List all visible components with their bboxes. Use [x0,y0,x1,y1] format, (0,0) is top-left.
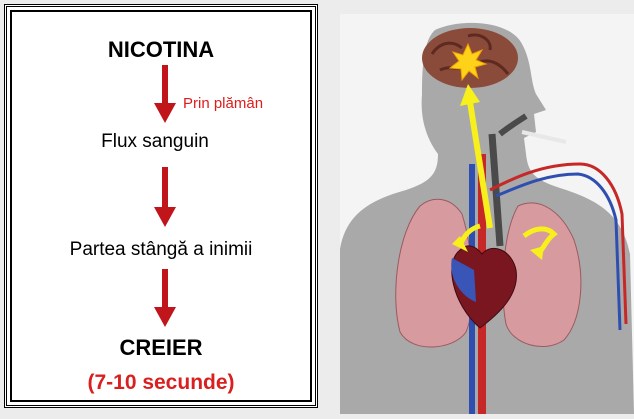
flow-destination: CREIER [7,335,315,361]
down-arrow-1 [154,65,176,123]
cigarette-icon [522,132,566,142]
body-illustration [340,14,634,414]
flow-step-heart: Partea stângă a inimii [7,239,315,261]
flow-step-blood: Flux sanguin [1,131,309,153]
nicotine-flow-panel: NICOTINA Prin plămân Flux sanguin Partea… [4,4,318,408]
anatomy-drawing [340,14,634,414]
down-arrow-3 [154,269,176,327]
down-arrow-2 [154,167,176,227]
route-note: Prin plămân [183,95,263,112]
flow-time: (7-10 secunde) [7,371,315,395]
flow-title: NICOTINA [7,37,315,63]
